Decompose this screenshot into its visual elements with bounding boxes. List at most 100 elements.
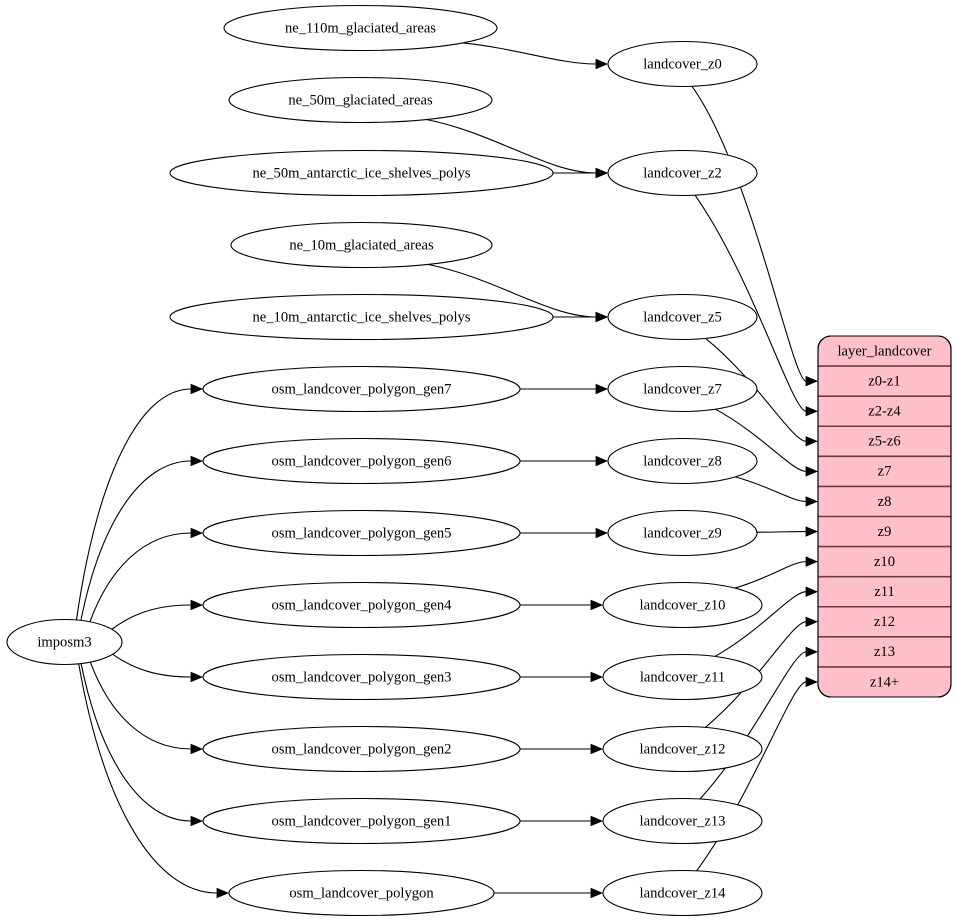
node-osm_landcover_polygon[interactable]: osm_landcover_polygon <box>228 869 495 917</box>
input-node-shape <box>169 293 554 341</box>
edge-imposm3-to-osm_landcover_polygon_gen1 <box>80 663 192 822</box>
edge-landcover_z5-to-row-z5-z6 <box>705 337 807 442</box>
table-row-row-z9[interactable] <box>818 517 951 547</box>
edge-landcover_z0-to-row-z0-z1 <box>691 85 807 382</box>
arrowhead-icon <box>595 167 609 179</box>
node-landcover_z12[interactable]: landcover_z12 <box>602 725 763 773</box>
node-landcover_z5[interactable]: landcover_z5 <box>607 293 758 341</box>
edge-imposm3-to-osm_landcover_polygon_gen5 <box>89 532 192 623</box>
input-node-shape <box>202 365 521 413</box>
table-row-row-z10[interactable] <box>818 547 951 577</box>
arrowhead-icon <box>190 815 204 827</box>
node-landcover_z13[interactable]: landcover_z13 <box>602 797 763 845</box>
arrowhead-icon <box>805 436 819 447</box>
node-imposm3[interactable]: imposm3 <box>6 618 123 666</box>
edge-landcover_z9-to-row-z9 <box>756 530 807 533</box>
edge-imposm3-to-osm_landcover_polygon_gen6 <box>80 460 192 621</box>
arrowhead-icon <box>190 527 204 539</box>
arrowhead-icon <box>190 455 204 467</box>
arrowhead-icon <box>805 466 819 477</box>
landcover-node-shape <box>607 437 758 485</box>
table-row-row-z12[interactable] <box>818 607 951 637</box>
edge-imposm3-to-osm_landcover_polygon_gen3 <box>112 653 192 678</box>
arrowhead-icon <box>190 383 204 395</box>
table-row-row-z5-z6[interactable] <box>818 426 951 456</box>
node-osm_landcover_polygon_gen5[interactable]: osm_landcover_polygon_gen5 <box>202 509 521 557</box>
arrowhead-icon <box>805 646 819 658</box>
node-osm_landcover_polygon_gen7[interactable]: osm_landcover_polygon_gen7 <box>202 365 521 413</box>
arrowhead-icon <box>595 455 609 467</box>
input-node-shape <box>228 869 495 917</box>
arrowhead-icon <box>805 676 819 688</box>
input-node-shape <box>202 509 521 557</box>
node-landcover_z11[interactable]: landcover_z11 <box>602 653 763 701</box>
landcover-node-shape <box>602 797 763 845</box>
edge-imposm3-to-osm_landcover_polygon_gen7 <box>75 388 192 621</box>
edges-layer <box>75 42 819 899</box>
node-ne_110m_glaciated_areas[interactable]: ne_110m_glaciated_areas <box>223 4 498 52</box>
landcover-node-shape <box>602 653 763 701</box>
landcover-node-shape <box>607 293 758 341</box>
arrowhead-icon <box>595 311 609 323</box>
table-row-row-z2-z4[interactable] <box>818 396 951 426</box>
node-osm_landcover_polygon_gen3[interactable]: osm_landcover_polygon_gen3 <box>202 653 521 701</box>
edge-landcover_z13-to-row-z13 <box>699 651 807 800</box>
landcover-node-shape <box>602 869 763 917</box>
landcover-node-shape <box>602 581 763 629</box>
layer-landcover-table: layer_landcoverz0-z1z2-z4z5-z6z7z8z9z10z… <box>817 335 952 698</box>
edge-landcover_z11-to-row-z11 <box>714 591 807 657</box>
landcover-node-shape <box>607 365 758 413</box>
input-node-shape <box>202 797 521 845</box>
node-ne_10m_antarctic_ice_shelves_polys[interactable]: ne_10m_antarctic_ice_shelves_polys <box>169 293 554 341</box>
edge-landcover_z2-to-row-z2-z4 <box>694 194 807 412</box>
arrowhead-icon <box>590 743 604 755</box>
arrowhead-icon <box>805 526 819 537</box>
input-node-shape <box>202 581 521 629</box>
node-landcover_z8[interactable]: landcover_z8 <box>607 437 758 485</box>
edge-landcover_z10-to-row-z10 <box>734 561 807 589</box>
input-node-shape <box>169 149 554 197</box>
node-landcover_z10[interactable]: landcover_z10 <box>602 581 763 629</box>
node-ne_50m_antarctic_ice_shelves_polys[interactable]: ne_50m_antarctic_ice_shelves_polys <box>169 149 554 197</box>
node-osm_landcover_polygon_gen4[interactable]: osm_landcover_polygon_gen4 <box>202 581 521 629</box>
node-landcover_z9[interactable]: landcover_z9 <box>607 509 758 557</box>
table-row-row-z0-z1[interactable] <box>818 366 951 396</box>
edge-ne_50m_glaciated_areas-to-landcover_z2 <box>426 118 597 174</box>
arrowhead-icon <box>190 671 204 683</box>
table-row-row-z7[interactable] <box>818 456 951 486</box>
table-row-row-z13[interactable] <box>818 637 951 667</box>
input-node-shape <box>202 437 521 485</box>
landcover-node-shape <box>607 40 758 88</box>
arrowhead-icon <box>190 599 204 611</box>
node-landcover_z0[interactable]: landcover_z0 <box>607 40 758 88</box>
input-node-shape <box>223 4 498 52</box>
node-osm_landcover_polygon_gen6[interactable]: osm_landcover_polygon_gen6 <box>202 437 521 485</box>
table-row-row-z14[interactable] <box>818 667 951 697</box>
nodes-layer: imposm3 ne_110m_glaciated_areas ne_50m_gla… <box>6 4 763 917</box>
node-ne_50m_glaciated_areas[interactable]: ne_50m_glaciated_areas <box>228 76 493 124</box>
node-landcover_z2[interactable]: landcover_z2 <box>607 149 758 197</box>
arrowhead-icon <box>190 743 204 755</box>
table-row-row-z11[interactable] <box>818 577 951 607</box>
node-ne_10m_glaciated_areas[interactable]: ne_10m_glaciated_areas <box>230 221 493 269</box>
arrowhead-icon <box>805 406 819 417</box>
edge-ne_10m_glaciated_areas-to-landcover_z5 <box>427 263 597 318</box>
node-osm_landcover_polygon_gen1[interactable]: osm_landcover_polygon_gen1 <box>202 797 521 845</box>
input-node-shape <box>202 725 521 773</box>
arrowhead-icon <box>590 599 604 611</box>
edge-imposm3-to-osm_landcover_polygon_gen2 <box>89 661 192 750</box>
landcover-node-shape <box>602 725 763 773</box>
node-landcover_z14[interactable]: landcover_z14 <box>602 869 763 917</box>
arrowhead-icon <box>216 887 230 899</box>
edge-ne_110m_glaciated_areas-to-landcover_z0 <box>462 42 597 65</box>
arrowhead-icon <box>590 815 604 827</box>
node-osm_landcover_polygon_gen2[interactable]: osm_landcover_polygon_gen2 <box>202 725 521 773</box>
arrowhead-icon <box>595 527 609 539</box>
edge-imposm3-to-osm_landcover_polygon <box>78 663 218 894</box>
table-row-row-z8[interactable] <box>818 486 951 516</box>
arrowhead-icon <box>805 586 819 597</box>
node-landcover_z7[interactable]: landcover_z7 <box>607 365 758 413</box>
edge-landcover_z12-to-row-z12 <box>704 621 807 728</box>
input-node-shape <box>228 76 493 124</box>
